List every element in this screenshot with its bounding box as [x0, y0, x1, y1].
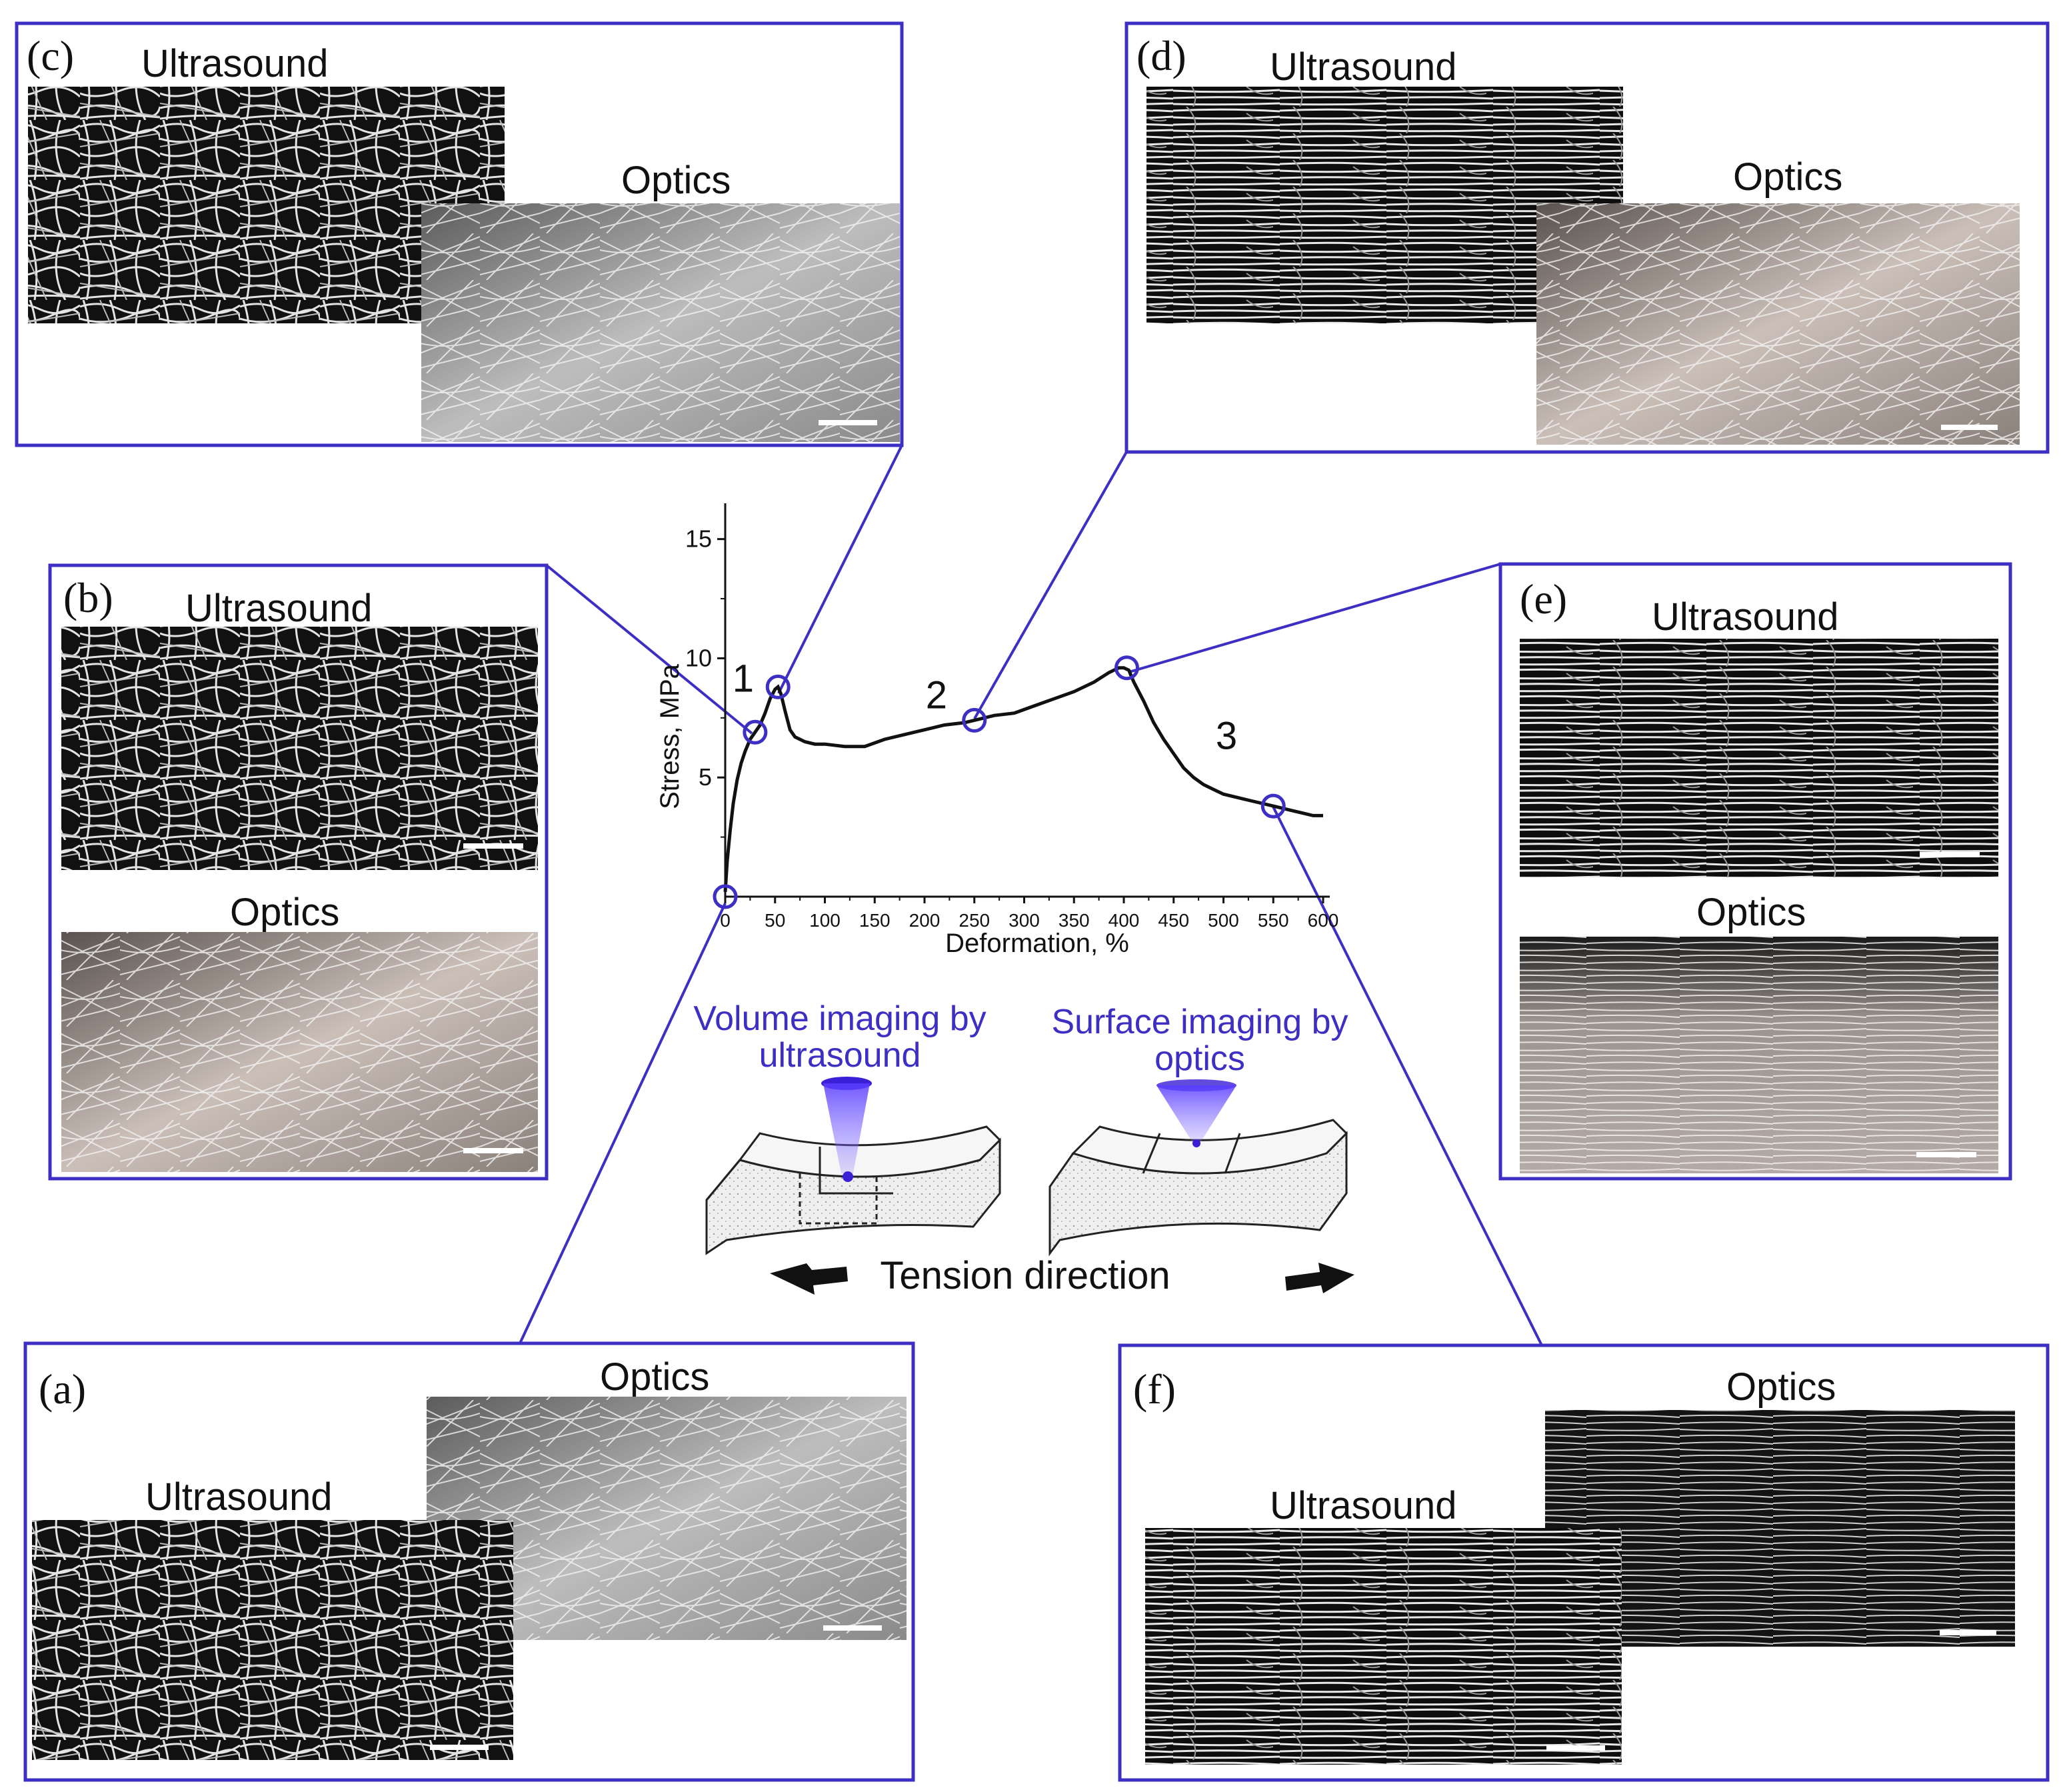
chart-y-tick-label: 10: [685, 644, 712, 671]
chart-x-tick-label: 450: [1158, 910, 1189, 931]
panel-c-optics-scalebar: [819, 420, 877, 425]
chart-x-tick-label: 350: [1058, 910, 1090, 931]
panel-e-ultrasound-image: [1520, 639, 1998, 877]
schematic: Volume imaging by ultrasound Surface ima…: [693, 999, 1354, 1297]
panel-e-label-2: Optics: [1696, 891, 1806, 934]
chart-x-tick-label: 0: [720, 910, 731, 931]
panel-d-optics-scalebar: [1941, 425, 1998, 430]
chart-x-tick-label: 50: [765, 910, 785, 931]
stress-strain-chart: 0 50 100 150 200 250 300 350 400 450 500 550 600 5 10 1…: [655, 503, 1338, 958]
chart-x-tick-label: 300: [1009, 910, 1040, 931]
specimen-surface: [1048, 1119, 1348, 1257]
chart-x-tick-label: 550: [1258, 910, 1289, 931]
panel-b-optics-texture: [61, 932, 538, 1172]
chart-marker-4: [1114, 655, 1139, 681]
panel-b-ultrasound-image: [61, 627, 538, 870]
panel-f-ultrasound-scalebar: [1546, 1745, 1605, 1751]
chart-stage-label: 3: [1216, 714, 1237, 757]
chart-x-tick-label: 200: [909, 910, 941, 931]
panel-a-ultrasound-image: [32, 1520, 513, 1760]
chart-y-tick-label: 15: [685, 525, 712, 553]
panel-d-label-1: Ultrasound: [1270, 45, 1456, 89]
panel-a-label-2: Ultrasound: [145, 1475, 332, 1519]
panel-b-label-1: Ultrasound: [185, 587, 372, 630]
chart-x-tick-label: 250: [959, 910, 990, 931]
connector-e: [1128, 563, 1501, 673]
panel-e-label-1: Ultrasound: [1652, 595, 1838, 639]
chart-x-tick-label: 400: [1108, 910, 1140, 931]
chart-marker-0: [713, 884, 738, 909]
chart-markers: [713, 655, 1286, 909]
chart-x-axis-label: Deformation, %: [945, 929, 1129, 958]
panel-d: (d) Ultrasound Optics: [1124, 21, 2050, 454]
panel-c-label-2: Optics: [621, 159, 731, 202]
panel-e-optics-scalebar: [1916, 1152, 1976, 1157]
chart-marker-3: [962, 707, 987, 733]
panel-f-letter: (f): [1133, 1365, 1176, 1413]
panel-e-ultrasound-scalebar: [1920, 852, 1980, 857]
connector-a: [519, 903, 727, 1344]
chart-marker-1: [743, 719, 768, 745]
tension-arrow-left-icon: [770, 1263, 848, 1295]
panel-c-label-1: Ultrasound: [141, 42, 328, 85]
chart-y-tick-label: 5: [699, 763, 712, 791]
ultrasound-transducer-icon: [821, 1077, 872, 1182]
panel-b-label-2: Optics: [230, 891, 339, 934]
chart-series-line: [723, 666, 1323, 892]
chart-annotations: 1 2 3: [733, 657, 1237, 757]
chart-ticks: 0 50 100 150 200 250 300 350 400 450 500 550 600 5 10 1…: [685, 525, 1338, 931]
surface-imaging-label-line2: optics: [1154, 1039, 1245, 1078]
panel-a-optics-scalebar: [823, 1625, 882, 1631]
connector-c: [777, 445, 903, 694]
chart-stage-label: 1: [733, 657, 754, 700]
panel-f-label-2: Ultrasound: [1270, 1484, 1456, 1527]
panel-a-ultrasound-scalebar: [430, 1745, 489, 1750]
volume-imaging-label-line2: ultrasound: [759, 1036, 921, 1075]
panel-d-optics-texture: [1536, 203, 2020, 445]
panel-d-label-2: Optics: [1733, 155, 1842, 199]
connector-b: [545, 564, 753, 735]
panel-a-letter: (a): [39, 1365, 86, 1413]
panel-a: (a) Optics Ultrasound: [23, 1341, 915, 1782]
panel-d-letter: (d): [1136, 32, 1186, 79]
chart-x-tick-label: 500: [1208, 910, 1239, 931]
panel-c-optics-texture: [421, 203, 900, 442]
panel-e-letter: (e): [1520, 575, 1567, 623]
panel-e-optics-texture: [1520, 937, 1998, 1173]
volume-imaging-label-line1: Volume imaging by: [693, 999, 986, 1038]
panel-f-label-1: Optics: [1726, 1365, 1836, 1409]
chart-axes: [724, 503, 1330, 898]
panel-b: (b) Ultrasound Optics: [48, 563, 549, 1181]
chart-x-tick-label: 600: [1308, 910, 1339, 931]
panel-f-ultrasound-image: [1145, 1528, 1622, 1765]
specimen-volume: [705, 1125, 1002, 1255]
panel-b-letter: (b): [63, 574, 113, 621]
panel-e: (e) Ultrasound Optics: [1498, 562, 2012, 1181]
chart-stage-label: 2: [926, 674, 947, 717]
tension-direction-label: Tension direction: [880, 1254, 1170, 1297]
panel-a-label-1: Optics: [600, 1355, 709, 1399]
tension-arrow-right-icon: [1285, 1263, 1354, 1293]
connector-lines: [519, 445, 1543, 1346]
chart-x-tick-label: 100: [809, 910, 841, 931]
panel-c-letter: (c): [27, 32, 74, 79]
panel-f-optics-texture: [1545, 1410, 2015, 1647]
chart-marker-2: [765, 674, 791, 699]
panel-f: (f) Optics Ultrasound: [1118, 1343, 2050, 1782]
panel-b-ultrasound-scalebar: [463, 843, 523, 849]
chart-marker-5: [1260, 793, 1286, 819]
connector-d: [973, 451, 1128, 719]
panel-b-optics-scalebar: [463, 1148, 523, 1153]
panel-c: (c) Ultrasound Optics: [15, 21, 904, 447]
optics-objective-icon: [1156, 1079, 1236, 1147]
panel-f-optics-scalebar: [1940, 1630, 1996, 1635]
chart-x-tick-label: 150: [859, 910, 891, 931]
surface-imaging-label-line1: Surface imaging by: [1051, 1003, 1348, 1041]
chart-y-axis-label: Stress, MPa: [655, 663, 685, 809]
